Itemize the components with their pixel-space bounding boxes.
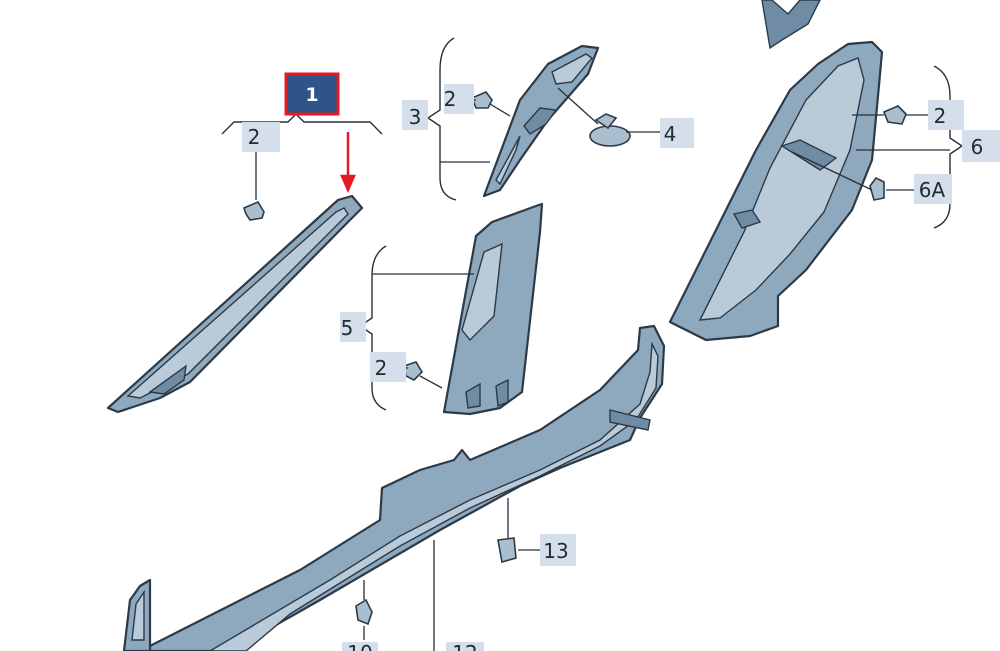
clip-part-2-right [882, 105, 907, 125]
svg-text:6: 6 [971, 135, 984, 159]
callout-2-left[interactable]: 2 [242, 122, 280, 152]
b-pillar-upper-trim [482, 44, 600, 198]
red-arrow-icon [340, 132, 356, 194]
clip-part-13 [497, 537, 517, 564]
callout-2-right[interactable]: 2 [928, 100, 964, 130]
svg-text:2: 2 [444, 87, 457, 111]
callout-5[interactable]: 5 [340, 312, 366, 342]
svg-text:2: 2 [375, 356, 388, 380]
leader-lines [221, 37, 964, 651]
clip-part-6a [869, 176, 885, 201]
callout-bottom-left[interactable]: 10 [342, 641, 378, 651]
door-sill-trim [122, 324, 666, 651]
svg-text:12: 12 [452, 641, 477, 651]
clip-part-2-lower [403, 361, 424, 381]
callout-13[interactable]: 13 [540, 534, 576, 566]
callout-1-highlighted[interactable]: 1 [284, 72, 340, 116]
svg-text:13: 13 [543, 539, 568, 563]
clip-part-4 [589, 113, 631, 147]
callout-2-mid[interactable]: 2 [444, 84, 474, 114]
callout-6a[interactable]: 6A [914, 174, 952, 204]
svg-text:3: 3 [409, 105, 422, 129]
clip-part-2-left [243, 200, 265, 221]
svg-text:2: 2 [934, 104, 947, 128]
svg-text:1: 1 [305, 84, 318, 106]
a-pillar-trim [106, 194, 364, 414]
svg-text:5: 5 [341, 316, 354, 340]
svg-text:4: 4 [664, 122, 677, 146]
callout-4[interactable]: 4 [660, 118, 694, 148]
callout-3[interactable]: 3 [402, 100, 428, 130]
b-pillar-lower-trim [442, 202, 544, 416]
clip-part-bottom [355, 598, 373, 626]
callout-2-lower[interactable]: 2 [370, 352, 406, 382]
svg-text:10: 10 [347, 641, 372, 651]
callout-6[interactable]: 6 [962, 130, 1000, 162]
svg-text:6A: 6A [919, 178, 946, 202]
svg-text:2: 2 [248, 125, 261, 149]
callout-bottom-right[interactable]: 12 [446, 641, 484, 651]
c-pillar-trim [668, 0, 884, 342]
